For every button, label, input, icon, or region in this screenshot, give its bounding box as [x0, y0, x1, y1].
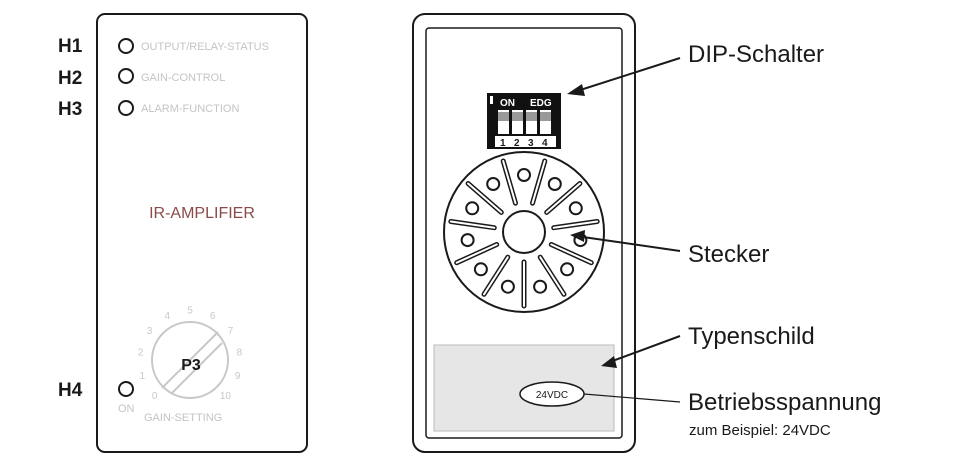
indicator-h3-text: ALARM-FUNCTION	[141, 103, 239, 115]
callout-arrow-connector	[570, 230, 585, 242]
indicator-h1-label: H1	[58, 36, 83, 57]
indicator-h2-text: GAIN-CONTROL	[141, 72, 225, 84]
connector-pin	[486, 177, 501, 191]
callout-supply-label: Betriebsspannung	[688, 389, 881, 416]
voltage-badge-text: 24VDC	[536, 390, 568, 401]
potentiometer-scale-number: 2	[138, 348, 144, 359]
amplifier-title: IR-AMPLIFIER	[149, 205, 255, 222]
dip-on-label: ON	[500, 98, 515, 109]
potentiometer-scale-number: 8	[237, 348, 243, 359]
potentiometer-scale-number: 6	[210, 311, 216, 322]
connector-key	[449, 220, 496, 229]
indicator-h1-text: OUTPUT/RELAY-STATUS	[141, 41, 269, 53]
connector-pin	[460, 233, 475, 248]
connector-pin	[560, 262, 575, 277]
dip-edg-label: EDG	[530, 98, 552, 109]
connector-key	[552, 220, 599, 229]
potentiometer-scale-number: 9	[235, 371, 241, 382]
callout-line-dip	[573, 57, 681, 93]
connector-pin	[465, 201, 480, 216]
callout-connector-label: Stecker	[688, 241, 769, 268]
potentiometer-caption: GAIN-SETTING	[144, 412, 222, 424]
callout-nameplate-label: Typenschild	[688, 323, 815, 350]
connector-key	[467, 182, 503, 214]
potentiometer-label: P3	[181, 357, 201, 374]
indicator-h3-label: H3	[58, 99, 82, 120]
callout-arrow-dip	[567, 84, 585, 96]
connector-pin	[547, 177, 562, 191]
indicator-h4-label: H4	[58, 380, 83, 401]
potentiometer-scale-number: 3	[147, 326, 153, 337]
dip-number-3: 3	[528, 138, 534, 149]
connector-socket	[443, 151, 605, 313]
callout-line-nameplate	[606, 335, 681, 364]
connector-pin	[473, 262, 488, 277]
potentiometer-scale-number: 0	[152, 391, 158, 402]
connector-key	[483, 256, 509, 296]
amplifier-housing	[96, 13, 308, 453]
indicator-h4-led	[118, 381, 134, 397]
indicator-h1-led	[118, 38, 134, 54]
dip-number-1: 1	[500, 138, 506, 149]
dip-number-4: 4	[542, 138, 548, 149]
connector-key	[531, 160, 546, 205]
callout-dip-label: DIP-Schalter	[688, 41, 824, 68]
indicator-h4-text: ON	[118, 403, 135, 415]
dip-number-2: 2	[514, 138, 520, 149]
potentiometer-scale-number: 1	[140, 371, 146, 382]
connector-key	[539, 256, 565, 296]
connector-pin	[500, 279, 515, 294]
potentiometer-scale-number: 7	[228, 326, 234, 337]
connector-key	[545, 182, 581, 214]
potentiometer-scale-number: 5	[187, 306, 193, 317]
callout-arrow-nameplate	[601, 356, 617, 368]
connector-key	[455, 243, 498, 264]
indicator-h3-led	[118, 100, 134, 116]
callout-supply-example: zum Beispiel: 24VDC	[689, 422, 831, 439]
connector-pin	[568, 201, 583, 216]
connector-key	[550, 243, 593, 264]
indicator-h2-led	[118, 68, 134, 84]
connector-pin	[517, 168, 531, 182]
callout-line-supply	[583, 393, 681, 403]
gain-potentiometer[interactable]	[151, 321, 229, 399]
potentiometer-scale-number: 4	[165, 311, 171, 322]
callout-line-connector	[575, 235, 681, 252]
connector-pin	[533, 279, 548, 294]
indicator-h2-label: H2	[58, 68, 82, 89]
connector-key	[502, 160, 517, 205]
dip-switch[interactable]	[487, 93, 561, 149]
potentiometer-scale-number: 10	[220, 391, 232, 402]
